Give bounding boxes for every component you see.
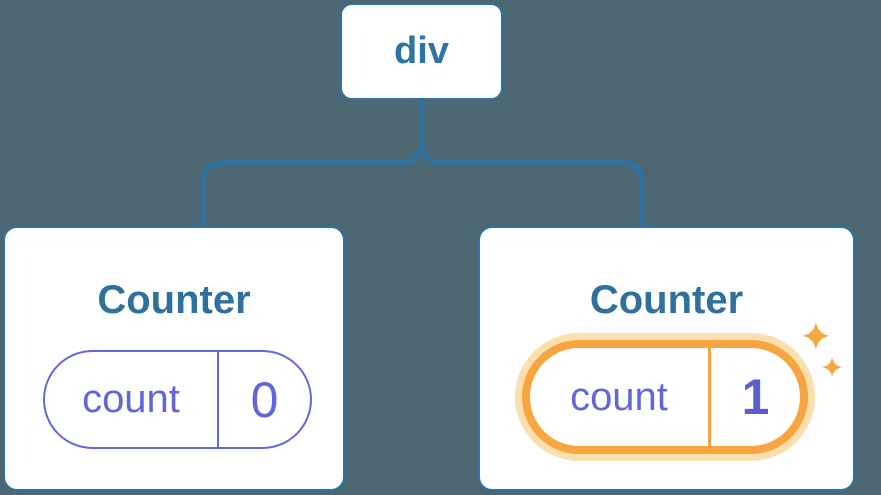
- sparkle-large: [802, 322, 830, 350]
- counter-title-left: Counter: [97, 278, 251, 322]
- connector-left-branch: [200, 100, 424, 227]
- counter-card-left: Counter count 0: [3, 226, 345, 491]
- connector-right-branch: [419, 100, 645, 227]
- sparkles-icon: [802, 322, 843, 378]
- state-pill-left: count 0: [43, 350, 312, 449]
- pill-divider-left: [217, 352, 219, 447]
- state-pill-right-highlighted: count 1: [522, 340, 808, 454]
- state-value-left: 0: [250, 371, 279, 428]
- root-node-label: div: [394, 30, 449, 72]
- state-key-label-right: count: [570, 374, 668, 419]
- pill-divider-right: [708, 348, 711, 446]
- state-value-right: 1: [741, 369, 770, 425]
- root-node-div: div: [340, 3, 503, 100]
- counter-card-right: Counter count 1: [478, 226, 855, 491]
- counter-title-right: Counter: [589, 278, 744, 322]
- state-key-label-left: count: [82, 377, 180, 421]
- sparkle-small: [822, 357, 843, 378]
